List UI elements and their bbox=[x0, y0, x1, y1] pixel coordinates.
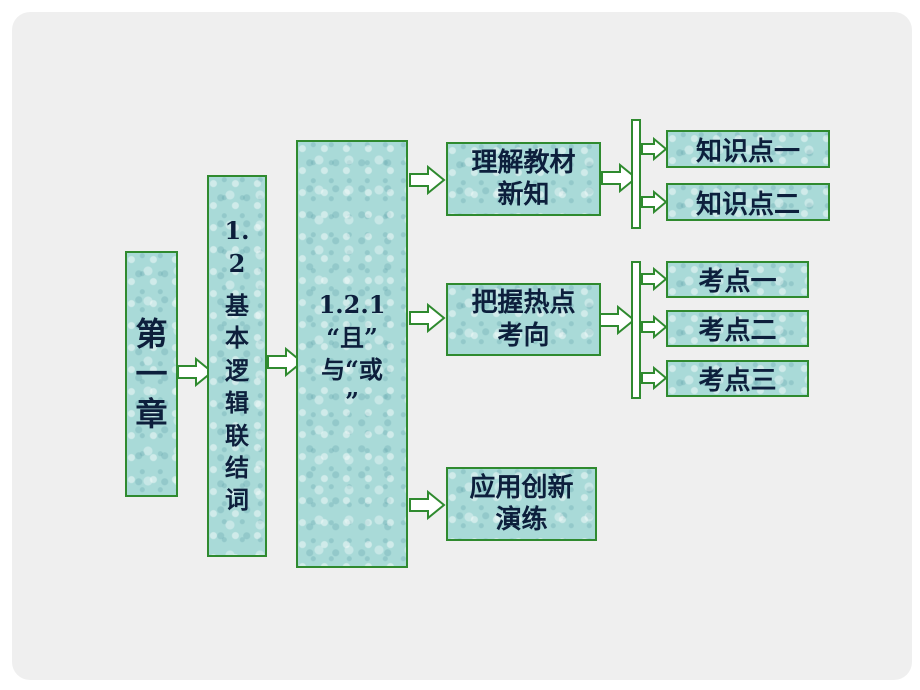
subsection-line: “且” bbox=[326, 322, 378, 352]
branch-line: 演练 bbox=[495, 505, 548, 535]
branch-box-practice[interactable]: 应用创新 演练 bbox=[446, 467, 597, 541]
chapter-char: 一 bbox=[135, 355, 168, 393]
arrow-to-branch-3 bbox=[409, 491, 445, 519]
arrow-to-branch-2 bbox=[409, 304, 445, 332]
arrow-to-knowledge-1 bbox=[641, 138, 667, 160]
subsection-line: 与“或 bbox=[321, 355, 383, 384]
section-char: 联 bbox=[225, 420, 249, 450]
arrow-to-branch-1 bbox=[409, 166, 445, 194]
branch-line: 把握热点 bbox=[471, 288, 576, 318]
section-box[interactable]: 1. 2 基 本 逻 辑 联 结 词 bbox=[207, 175, 267, 557]
chapter-box[interactable]: 第 一 章 bbox=[125, 251, 178, 497]
section-char: 词 bbox=[225, 485, 249, 515]
subsection-line: ” bbox=[345, 387, 359, 417]
section-char: 1. bbox=[224, 216, 250, 246]
section-char: 辑 bbox=[225, 388, 249, 418]
branch-box-hotspots[interactable]: 把握热点 考向 bbox=[446, 283, 601, 356]
subsection-line: 1.2.1 bbox=[318, 290, 386, 320]
branch-line: 理解教材 bbox=[471, 147, 576, 178]
bracket-branch-2 bbox=[631, 261, 641, 399]
arrow-to-exam-3 bbox=[641, 367, 667, 389]
chapter-char: 第 bbox=[135, 315, 168, 353]
leaf-exam-2[interactable]: 考点二 bbox=[666, 310, 809, 347]
arrow-branch-1-to-bracket bbox=[601, 164, 637, 192]
leaf-knowledge-2[interactable]: 知识点二 bbox=[666, 183, 830, 221]
bracket-branch-1 bbox=[631, 119, 641, 229]
leaf-exam-1[interactable]: 考点一 bbox=[666, 261, 809, 298]
leaf-exam-3[interactable]: 考点三 bbox=[666, 360, 809, 397]
leaf-knowledge-1[interactable]: 知识点一 bbox=[666, 130, 830, 168]
branch-line: 新知 bbox=[497, 180, 550, 210]
section-char: 本 bbox=[225, 323, 249, 353]
section-char: 结 bbox=[225, 452, 249, 482]
subsection-box[interactable]: 1.2.1 “且” 与“或 ” bbox=[296, 140, 408, 568]
section-char: 2 bbox=[228, 248, 246, 278]
branch-line: 应用创新 bbox=[469, 472, 574, 503]
branch-line: 考向 bbox=[497, 320, 550, 351]
section-char: 逻 bbox=[225, 355, 249, 385]
arrow-to-exam-2 bbox=[641, 316, 667, 338]
section-char: 基 bbox=[225, 291, 249, 321]
branch-box-textbook[interactable]: 理解教材 新知 bbox=[446, 142, 601, 216]
arrow-to-knowledge-2 bbox=[641, 191, 667, 213]
arrow-branch-2-to-bracket bbox=[599, 306, 635, 334]
arrow-to-exam-1 bbox=[641, 268, 667, 290]
chapter-char: 章 bbox=[135, 395, 168, 433]
